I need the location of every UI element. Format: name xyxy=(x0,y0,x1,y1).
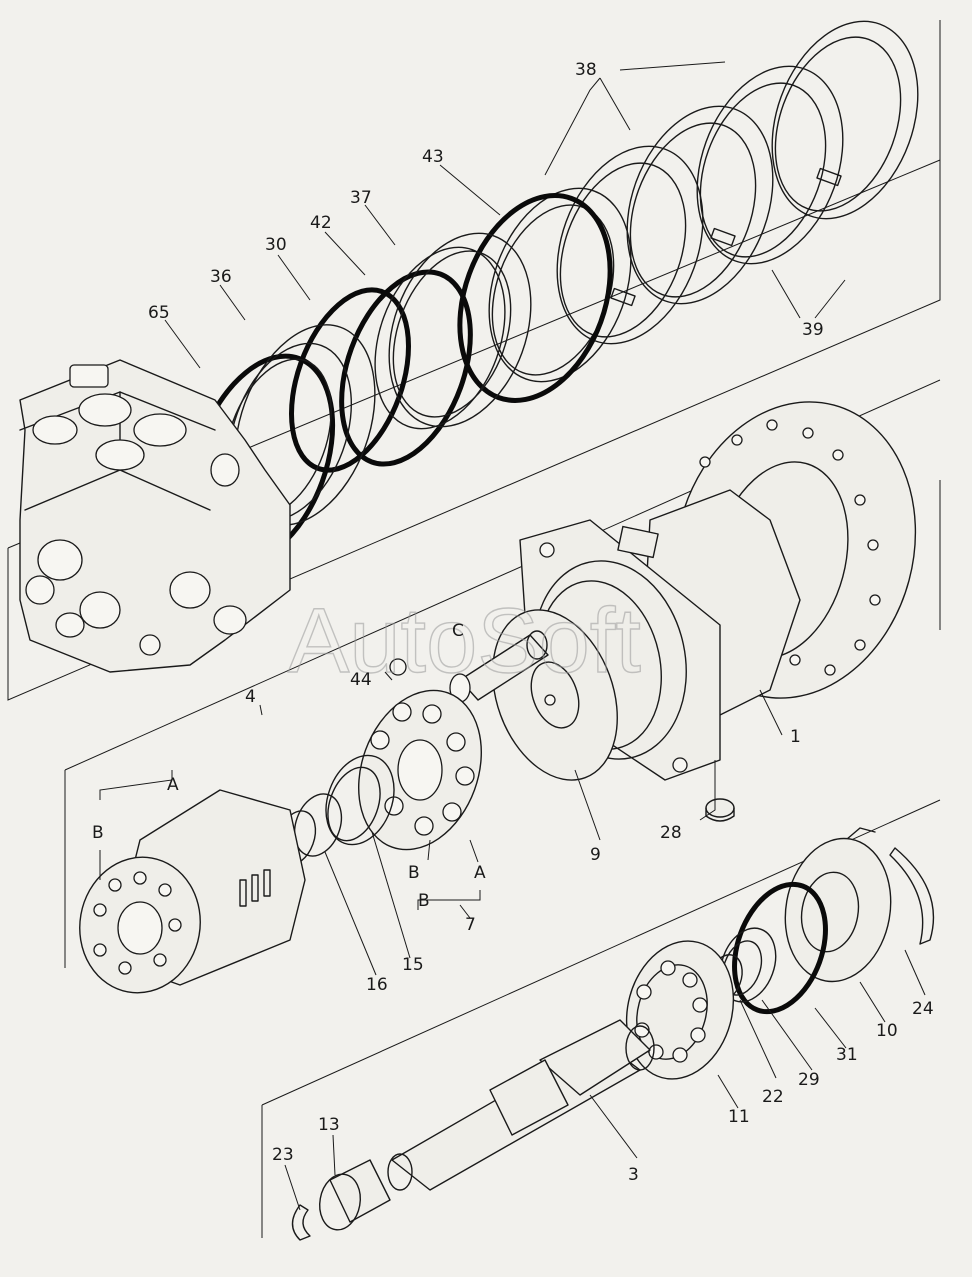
label-13: 13 xyxy=(318,1115,340,1135)
label-16: 16 xyxy=(366,975,388,995)
leader-lines xyxy=(99,61,926,1211)
shaft-c xyxy=(449,630,549,703)
seal-ring-43 xyxy=(457,193,613,403)
seal-ring-42 xyxy=(339,269,473,467)
label-4: 4 xyxy=(245,687,256,707)
label-10: 10 xyxy=(876,1021,898,1041)
cover-10 xyxy=(784,837,892,983)
label-a-top: A xyxy=(167,775,179,795)
label-7: 7 xyxy=(465,915,476,935)
label-42: 42 xyxy=(310,213,332,233)
label-3: 3 xyxy=(628,1165,639,1185)
label-29: 29 xyxy=(798,1070,820,1090)
label-11: 11 xyxy=(728,1107,750,1127)
motor-housing-1 xyxy=(519,401,917,781)
label-b-low: B xyxy=(418,891,430,911)
label-22: 22 xyxy=(762,1087,784,1107)
label-39: 39 xyxy=(802,320,824,340)
piston-37 xyxy=(374,232,532,430)
label-24: 24 xyxy=(912,999,934,1019)
label-30: 30 xyxy=(265,235,287,255)
label-15: 15 xyxy=(402,955,424,975)
label-28: 28 xyxy=(660,823,682,843)
pin-44 xyxy=(389,658,407,676)
label-b-left: B xyxy=(92,823,104,843)
label-31: 31 xyxy=(836,1045,858,1065)
label-c: C xyxy=(452,621,464,641)
watermark: AutoSoft xyxy=(288,590,641,692)
label-36: 36 xyxy=(210,267,232,287)
label-1: 1 xyxy=(790,727,801,747)
seal-ring-30 xyxy=(289,287,411,473)
label-44: 44 xyxy=(350,670,372,690)
drive-shaft-3 xyxy=(387,1019,655,1191)
label-43: 43 xyxy=(422,147,444,167)
label-38: 38 xyxy=(575,60,597,80)
snap-ring-23 xyxy=(291,1204,311,1241)
cylinder-block-4 xyxy=(79,789,306,994)
label-b-mid: B xyxy=(408,863,420,883)
label-9: 9 xyxy=(590,845,601,865)
collar-13 xyxy=(319,1159,391,1231)
valve-body xyxy=(19,359,291,673)
label-37: 37 xyxy=(350,188,372,208)
valve-plate-7 xyxy=(358,689,482,851)
label-65: 65 xyxy=(148,303,170,323)
label-23: 23 xyxy=(272,1145,294,1165)
label-a-bottom: A xyxy=(474,863,486,883)
snap-ring-24 xyxy=(889,847,935,945)
plug-28 xyxy=(705,798,735,822)
